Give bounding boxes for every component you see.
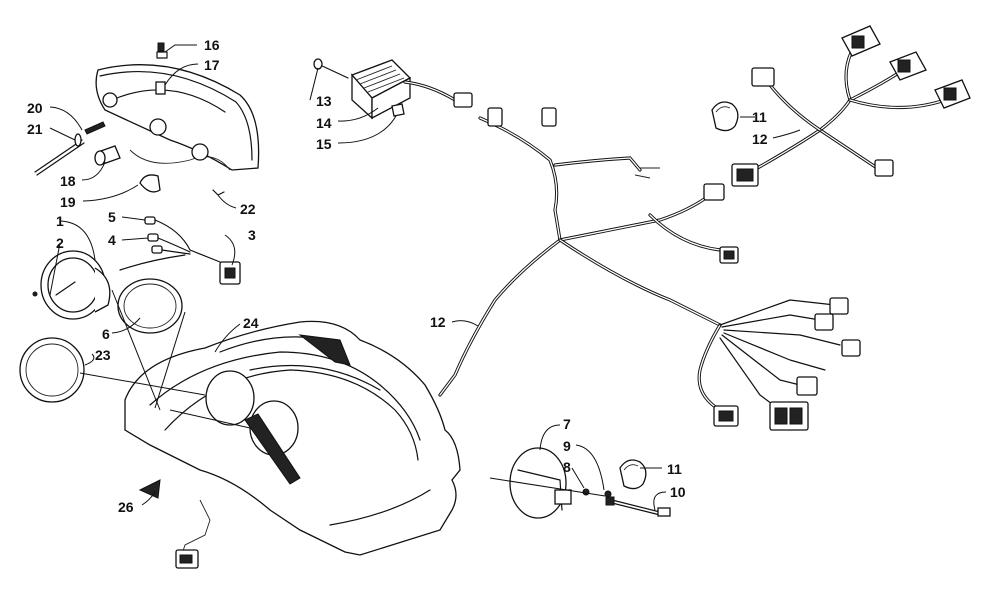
leader-lines	[49, 44, 801, 511]
callout-19: 18	[60, 173, 76, 189]
callout-17: 16	[204, 37, 220, 53]
callout-11-lower: 11	[667, 461, 682, 477]
voltage-regulator	[313, 58, 473, 120]
speedometer-gauge	[19, 216, 241, 403]
callout-3: 3	[248, 227, 256, 243]
callout-8: 8	[563, 459, 571, 475]
callout-20: 19	[60, 194, 76, 210]
callout-5: 5	[108, 209, 116, 225]
callout-21: 20	[27, 100, 43, 116]
callout-14: 13	[316, 93, 332, 109]
callout-25: 24	[243, 315, 259, 331]
hood-console	[124, 320, 461, 569]
callout-16: 15	[316, 136, 332, 152]
callout-24: 23	[95, 347, 111, 363]
callout-numbers: 16 17 20 21 18 19 22 1 5 4 2 3 6 23 24 2…	[27, 37, 768, 515]
callout-9: 9	[563, 438, 571, 454]
callout-10: 10	[670, 484, 686, 500]
callout-22: 21	[27, 121, 43, 137]
callout-6: 6	[102, 326, 110, 342]
tachometer-gauge	[509, 447, 671, 519]
headlight-assembly	[34, 42, 260, 196]
callout-15: 14	[316, 115, 332, 131]
callout-12: 12	[752, 131, 768, 147]
callout-18: 17	[204, 57, 220, 73]
callout-13: 12	[430, 314, 446, 330]
clamp-ring-upper	[711, 101, 739, 132]
callout-2: 2	[56, 235, 64, 251]
clamp-ring-lower	[619, 459, 647, 490]
callout-26: 26	[118, 499, 134, 515]
main-wiring-harness	[438, 107, 861, 431]
upper-right-harness	[731, 25, 971, 187]
callout-23: 22	[240, 201, 256, 217]
callout-7: 7	[563, 416, 571, 432]
callout-11-upper: 11	[752, 109, 767, 125]
callout-1: 1	[56, 213, 64, 229]
callout-4: 4	[108, 232, 116, 248]
